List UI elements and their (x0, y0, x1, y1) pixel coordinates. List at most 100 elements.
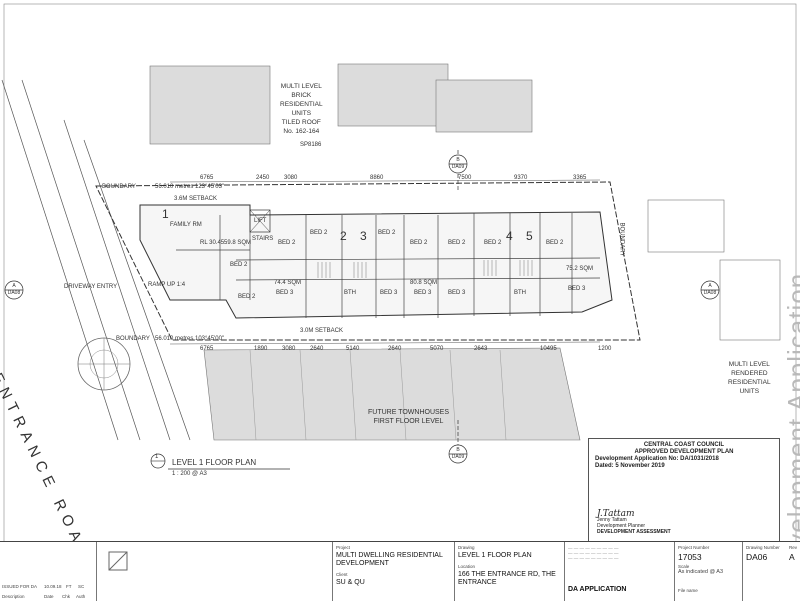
status-text: DA APPLICATION (568, 586, 627, 593)
status-cell: — — — — — — — — —— — — — — — — — —— — — … (564, 542, 675, 601)
status-notes: — — — — — — — — —— — — — — — — — —— — — … (568, 546, 619, 561)
council-approval-stamp: CENTRAL COAST COUNCIL APPROVED DEVELOPME… (588, 438, 780, 558)
dimension-bottom: 2643 (474, 346, 488, 352)
drawno-value: DA06 (746, 552, 768, 562)
dimension-bottom: 5140 (346, 346, 360, 352)
dimension-top: 2450 (256, 175, 270, 181)
col-auth: Auth (76, 594, 86, 599)
room-label-bed2: BED 2 (448, 240, 466, 246)
rev-label: Rev (789, 545, 798, 550)
section-marker-left-text: A DA08 (7, 283, 21, 297)
neighbour-south (203, 347, 581, 441)
text-line: TILED ROOF (281, 119, 321, 126)
client-name: SU & QU (336, 579, 365, 586)
room-label-bed3: BED 3 (414, 290, 432, 296)
drawing-name: LEVEL 1 FLOOR PLAN (458, 552, 532, 559)
dimension-top: 9370 (514, 175, 528, 181)
stamp-plan: APPROVED DEVELOPMENT PLAN (634, 449, 734, 455)
section-letter: B (456, 447, 460, 453)
dimension-top: 6765 (200, 175, 214, 181)
drawing-label: Drawing (458, 545, 475, 550)
section-marker-bottom (448, 420, 468, 464)
room-area: 75.2 SQM (566, 266, 594, 272)
firm-logo-icon (108, 551, 128, 571)
room-label-ramp: RAMP UP 1:4 (148, 282, 186, 288)
text-line: MULTI LEVEL (728, 361, 770, 368)
room-label-bed2: BED 2 (378, 230, 396, 236)
boundary-top-label: BOUNDARY (102, 184, 136, 190)
dimension-top: 8860 (370, 175, 384, 181)
rev-chk: SC (78, 584, 85, 589)
site-boundary (95, 181, 641, 341)
unit-number: 5 (526, 229, 533, 243)
col-chk: Chk (62, 594, 71, 599)
unit-number: 1 (162, 207, 169, 221)
section-marker-bottom-text: B DA09 (451, 447, 465, 461)
neighbour-north-label: MULTI LEVEL BRICK RESIDENTIAL UNITS TILE… (280, 82, 323, 136)
room-label-bed2: BED 2 (230, 262, 248, 268)
text-line: FUTURE TOWNHOUSES (368, 409, 450, 416)
stamp-council: CENTRAL COAST COUNCIL (643, 442, 725, 448)
project-name: MULTI DWELLING RESIDENTIAL DEVELOPMENT (336, 552, 443, 567)
boundary-bottom-bearing: 103°45'00" (195, 336, 225, 342)
project-number-cell: Project Number 17053 Scale As indicated … (674, 542, 743, 601)
dimension-bottom: 10495 (540, 346, 557, 352)
boundary-bottom-setback: 3.0M SETBACK (300, 328, 344, 334)
scale-label: Scale (678, 564, 690, 569)
boundary-bottom-label: BOUNDARY (116, 336, 150, 342)
boundary-top-setback: 3.6M SETBACK (174, 196, 218, 202)
location-name: 166 THE ENTRANCE RD, THE ENTRANCE (458, 571, 556, 586)
boundary-bottom-length: 56.010 metres (155, 336, 194, 342)
room-label-bth: BTH (514, 290, 526, 296)
dimension-bottom: 3080 (282, 346, 296, 352)
dimension-top: 3080 (284, 175, 298, 181)
room-label-stairs: STAIRS (252, 236, 274, 242)
firm-area (96, 542, 333, 601)
section-marker-left (4, 280, 24, 300)
text-line: RENDERED (731, 370, 768, 377)
drawing-number-cell: Drawing Number DA06 Rev A (742, 542, 800, 601)
boundary-top-length: 56.010 metres (155, 184, 194, 190)
project-label: Project (336, 545, 351, 550)
title-block: ISSUED FOR DA 10.09.18 FT SC Description… (0, 541, 800, 601)
location-label: Location (458, 564, 476, 569)
text-line: BRICK (291, 92, 312, 99)
dimension-bottom: 6765 (200, 346, 214, 352)
neighbour-north (149, 63, 533, 145)
dimension-bottom: 2640 (388, 346, 402, 352)
room-label-bed3: BED 3 (276, 290, 294, 296)
room-area: 74.4 SQM (274, 280, 302, 286)
stamp-dated: Dated: 5 November 2019 (595, 463, 665, 469)
room-label-bed3: BED 3 (448, 290, 466, 296)
room-area: 59.8 SQM (224, 240, 252, 246)
stamp-sig-role: Development Planner (597, 523, 646, 529)
dimension-top: 7500 (458, 175, 472, 181)
room-label-bed3: BED 3 (568, 286, 586, 292)
text-line: MULTI LEVEL (280, 83, 322, 90)
room-label-driveway: DRIVEWAY ENTRY (64, 284, 118, 290)
dimension-top: 3365 (573, 175, 587, 181)
text-line: No. 162-164 (283, 128, 320, 135)
section-sheet: DA08 (703, 290, 717, 296)
section-letter: B (456, 157, 460, 163)
project-cell: Project MULTI DWELLING RESIDENTIAL DEVEL… (332, 542, 455, 601)
signature-mark: J.Tattam (597, 509, 635, 519)
drawing-title-name: LEVEL 1 FLOOR PLAN (172, 458, 257, 467)
neighbour-east-label: MULTI LEVEL RENDERED RESIDENTIAL UNITS (728, 360, 771, 396)
stamp-sig-name: Jenny Tattam (597, 517, 627, 523)
dimension-lines (169, 179, 601, 345)
stamp-sig-dept: DEVELOPMENT ASSESSMENT (597, 529, 671, 535)
rev-issue: ISSUED FOR DA (2, 584, 38, 589)
dimension-bottom: 2640 (310, 346, 324, 352)
section-marker-top (448, 150, 468, 192)
rev-value: A (789, 552, 795, 562)
boundary-top-bearing: 123°45'03" (195, 184, 225, 190)
revision-table: ISSUED FOR DA 10.09.18 FT SC Description… (0, 542, 96, 601)
drawno-label: Drawing Number (746, 545, 780, 550)
section-marker-right (700, 280, 720, 300)
text-line: RESIDENTIAL (728, 379, 771, 386)
neighbour-south-label: FUTURE TOWNHOUSES FIRST FLOOR LEVEL (368, 408, 449, 426)
room-label-bed3: BED 3 (380, 290, 398, 296)
room-label-bth: BTH (344, 290, 356, 296)
